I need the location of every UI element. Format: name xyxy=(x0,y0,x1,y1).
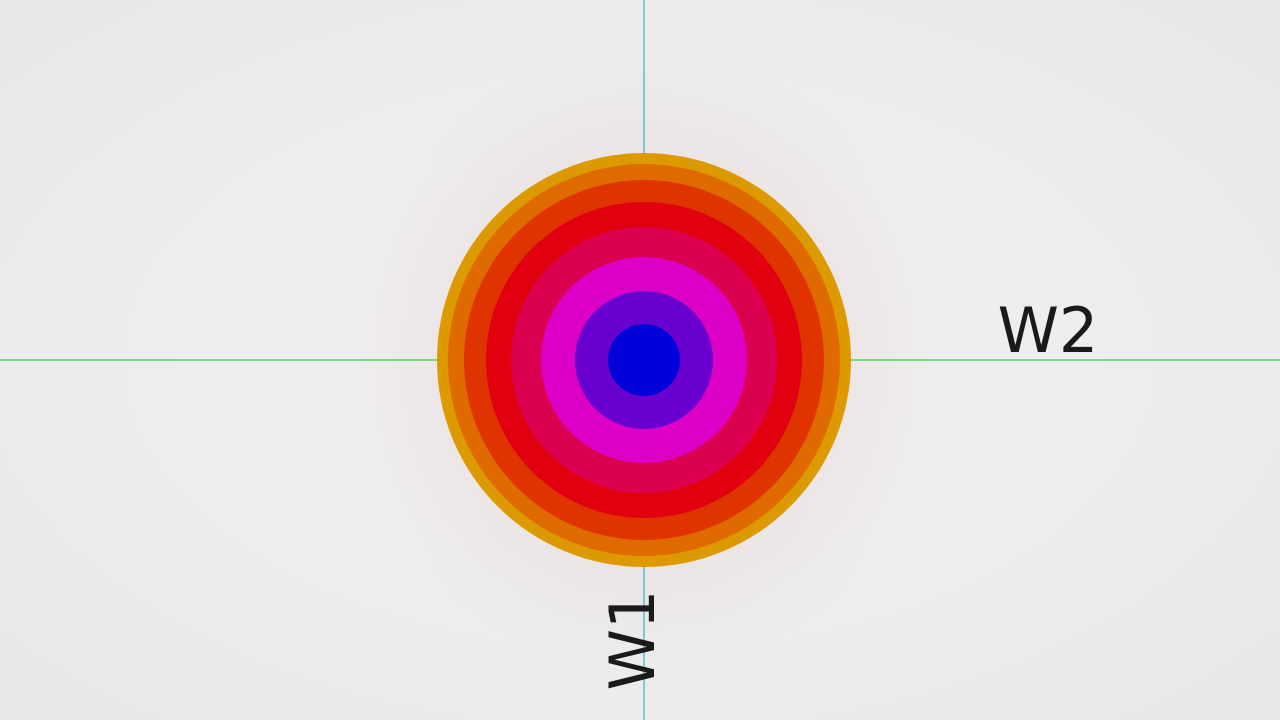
w2-axis-label: W2 xyxy=(998,294,1099,367)
w1-axis-label: W1 xyxy=(596,590,669,691)
contour-rings xyxy=(437,153,851,567)
contour-ring-8 xyxy=(608,324,680,396)
